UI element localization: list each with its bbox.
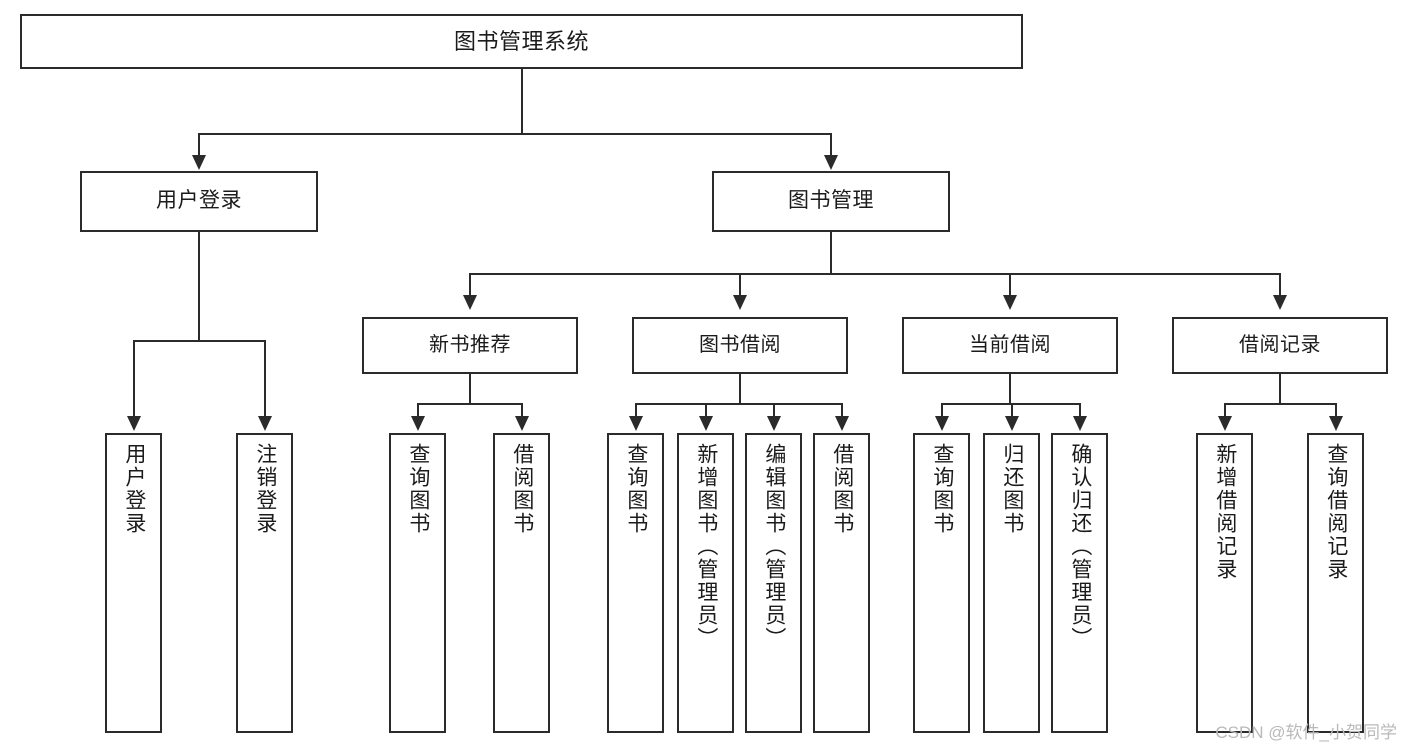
connector-drop-leaf-new-book-0	[417, 403, 419, 418]
node-label: 新书推荐	[429, 334, 511, 356]
connector-new-book-stem	[469, 374, 471, 403]
connector-drop-leaf-borrow-record-1	[1335, 403, 1337, 418]
connector-borrow-record-bus	[1224, 403, 1337, 405]
node-label: 图书管理系统	[453, 28, 589, 54]
node-label: 图书管理	[788, 189, 874, 213]
connector-book-borrow-stem	[739, 374, 741, 403]
arrowhead-leaf-current-borrow-2	[1073, 416, 1087, 431]
connector-drop-leaf-book-borrow-0	[635, 403, 637, 418]
arrowhead-leaf-user-login-1	[258, 416, 272, 431]
leaf-current-borrow-0[interactable]: 查询图书	[913, 433, 970, 733]
connector-drop-book-manage	[830, 133, 832, 157]
arrowhead-new-book	[463, 295, 477, 310]
node-label: 图书借阅	[699, 334, 781, 356]
leaf-label: 归还图书	[1000, 443, 1024, 535]
arrowhead-user-login	[192, 155, 206, 170]
leaf-label: 新增借阅记录	[1213, 443, 1237, 581]
leaf-borrow-record-0[interactable]: 新增借阅记录	[1196, 433, 1253, 733]
connector-drop-leaf-user-login-0	[133, 340, 135, 418]
arrowhead-leaf-book-borrow-1	[699, 416, 713, 431]
connector-root-stem	[521, 69, 523, 133]
leaf-label: 查询图书	[624, 443, 648, 535]
node-book-borrow[interactable]: 图书借阅	[632, 317, 848, 374]
arrowhead-leaf-new-book-1	[515, 416, 529, 431]
node-label: 用户登录	[156, 189, 242, 213]
node-book-manage[interactable]: 图书管理	[712, 171, 950, 232]
leaf-book-borrow-3[interactable]: 借阅图书	[813, 433, 870, 733]
leaf-label: 编辑图书（管理员）	[762, 443, 786, 650]
connector-drop-leaf-book-borrow-2	[773, 403, 775, 418]
connector-borrow-record-stem	[1279, 374, 1281, 403]
leaf-book-borrow-1[interactable]: 新增图书（管理员）	[677, 433, 734, 733]
arrowhead-leaf-current-borrow-0	[935, 416, 949, 431]
connector-drop-leaf-current-borrow-1	[1011, 403, 1013, 418]
connector-level3-bus	[469, 273, 1281, 275]
leaf-label: 借阅图书	[510, 443, 534, 535]
leaf-current-borrow-1[interactable]: 归还图书	[983, 433, 1040, 733]
node-label: 当前借阅	[969, 334, 1051, 356]
connector-drop-current-borrow	[1009, 273, 1011, 297]
arrowhead-leaf-current-borrow-1	[1005, 416, 1019, 431]
connector-drop-leaf-book-borrow-1	[705, 403, 707, 418]
leaf-label: 新增图书（管理员）	[694, 443, 718, 650]
arrowhead-leaf-borrow-record-0	[1218, 416, 1232, 431]
node-borrow-record[interactable]: 借阅记录	[1172, 317, 1388, 374]
leaf-current-borrow-2[interactable]: 确认归还（管理员）	[1051, 433, 1108, 733]
node-user-login[interactable]: 用户登录	[80, 171, 318, 232]
leaf-label: 借阅图书	[830, 443, 854, 535]
arrowhead-leaf-book-borrow-2	[767, 416, 781, 431]
arrowhead-leaf-user-login-0	[127, 416, 141, 431]
node-new-book-recommend[interactable]: 新书推荐	[362, 317, 578, 374]
connector-drop-leaf-book-borrow-3	[841, 403, 843, 418]
connector-drop-user-login	[198, 133, 200, 157]
connector-drop-leaf-current-borrow-2	[1079, 403, 1081, 418]
leaf-label: 确认归还（管理员）	[1068, 443, 1092, 650]
leaf-new-book-1[interactable]: 借阅图书	[493, 433, 550, 733]
connector-drop-new-book	[469, 273, 471, 297]
leaf-label: 注销登录	[253, 443, 277, 535]
node-current-borrow[interactable]: 当前借阅	[902, 317, 1118, 374]
leaf-book-borrow-2[interactable]: 编辑图书（管理员）	[745, 433, 802, 733]
connector-book-manage-stem	[830, 232, 832, 273]
connector-current-borrow-stem	[1009, 374, 1011, 403]
arrowhead-leaf-borrow-record-1	[1329, 416, 1343, 431]
leaf-label: 查询图书	[930, 443, 954, 535]
connector-drop-leaf-borrow-record-0	[1224, 403, 1226, 418]
leaf-user-login-0[interactable]: 用户登录	[105, 433, 162, 733]
leaf-label: 查询图书	[406, 443, 430, 535]
arrowhead-leaf-new-book-0	[411, 416, 425, 431]
connector-book-borrow-bus	[635, 403, 843, 405]
connector-user-login-stem	[198, 232, 200, 340]
leaf-new-book-0[interactable]: 查询图书	[389, 433, 446, 733]
connector-root-bus	[198, 133, 832, 135]
connector-user-login-bus	[133, 340, 266, 342]
node-label: 借阅记录	[1239, 334, 1321, 356]
connector-drop-leaf-new-book-1	[521, 403, 523, 418]
connector-new-book-bus	[417, 403, 523, 405]
arrowhead-borrow-record	[1273, 295, 1287, 310]
leaf-borrow-record-1[interactable]: 查询借阅记录	[1307, 433, 1364, 733]
node-system-root[interactable]: 图书管理系统	[20, 14, 1023, 69]
arrowhead-leaf-book-borrow-0	[629, 416, 643, 431]
arrowhead-book-manage	[824, 155, 838, 170]
connector-drop-borrow-record	[1279, 273, 1281, 297]
connector-drop-leaf-current-borrow-0	[941, 403, 943, 418]
arrowhead-leaf-book-borrow-3	[835, 416, 849, 431]
leaf-label: 查询借阅记录	[1324, 443, 1348, 581]
connector-drop-leaf-user-login-1	[264, 340, 266, 418]
arrowhead-book-borrow	[733, 295, 747, 310]
leaf-label: 用户登录	[122, 443, 146, 535]
connector-drop-book-borrow	[739, 273, 741, 297]
leaf-book-borrow-0[interactable]: 查询图书	[607, 433, 664, 733]
leaf-user-login-1[interactable]: 注销登录	[236, 433, 293, 733]
arrowhead-current-borrow	[1003, 295, 1017, 310]
